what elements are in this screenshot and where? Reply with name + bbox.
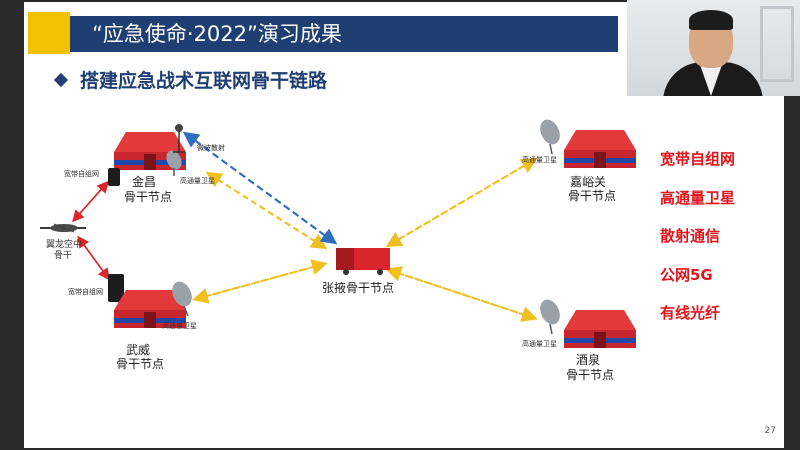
microwave-tower-icon: [173, 124, 185, 153]
node-uav-line2: 骨干: [54, 250, 72, 261]
label-hts-jiayuguan: 高通量卫星: [522, 155, 557, 164]
radio-wuwei-icon: [108, 274, 124, 302]
node-jinchang-name: 金昌: [132, 174, 156, 189]
dish-wuwei-icon: [172, 281, 192, 317]
link-uav-jinchang: [72, 180, 109, 223]
dish-jiayuguan-icon: [540, 119, 560, 155]
title-accent: [28, 12, 70, 54]
command-vehicle-icon: [336, 248, 390, 275]
link-jinchang-zhangye: [205, 171, 328, 250]
dish-jinchang-icon: [166, 150, 182, 176]
label-hts-wuwei: 高通量卫星: [162, 321, 197, 330]
tech-item: 散射通信: [660, 227, 721, 245]
label-hts-jiuquan: 高通量卫星: [522, 339, 557, 348]
node-wuwei-type: 骨干节点: [116, 357, 164, 371]
section-heading: 搭建应急战术互联网骨干链路: [53, 66, 328, 93]
node-wuwei-name: 武威: [126, 343, 150, 357]
uav-icon: [40, 223, 86, 233]
network-diagram: 微波散射 高通量卫星 宽带自组网 金昌 骨干节点 翼龙空中 骨干 宽带自组网 高…: [40, 119, 636, 382]
window-frame: [760, 6, 794, 82]
node-zhangye-name: 张掖骨干节点: [322, 281, 394, 295]
presenter-webcam: [627, 0, 800, 96]
technology-list: 宽带自组网 高通量卫星 散射通信 公网5G 有线光纤: [660, 140, 735, 333]
radio-jinchang-icon: [108, 168, 120, 186]
tech-item: 有线光纤: [660, 304, 721, 322]
tent-jiuquan-icon: [564, 310, 636, 348]
label-broadband-wuwei: 宽带自组网: [68, 287, 103, 296]
tech-item: 宽带自组网: [660, 150, 736, 168]
link-jiuquan-zhangye: [385, 266, 538, 322]
tent-jinchang-icon: [114, 132, 186, 170]
node-jiayuguan-name: 嘉峪关: [570, 175, 606, 189]
label-broadband-jinchang: 宽带自组网: [64, 169, 99, 178]
link-uav-wuwei: [77, 235, 110, 281]
section-heading-text: 搭建应急战术互联网骨干链路: [80, 70, 328, 92]
label-microwave: 微波散射: [197, 143, 225, 152]
dish-jiuquan-icon: [540, 299, 560, 335]
page-number: 27: [764, 426, 776, 436]
link-microwave-zhangye: [182, 131, 338, 245]
tech-item: 高通量卫星: [660, 188, 736, 207]
link-jiayuguan-zhangye: [385, 157, 538, 248]
presenter-hair: [689, 10, 733, 30]
link-wuwei-zhangye: [192, 259, 328, 304]
label-hts-jinchang: 高通量卫星: [180, 176, 215, 185]
node-jiuquan-name: 酒泉: [576, 353, 600, 367]
node-jiuquan-type: 骨干节点: [566, 368, 614, 382]
node-jinchang-type: 骨干节点: [124, 190, 172, 204]
slide-title: “应急使命·2022”演习成果: [70, 16, 618, 52]
node-jiayuguan-type: 骨干节点: [568, 189, 616, 203]
tech-item: 公网5G: [660, 265, 713, 284]
tent-jiayuguan-icon: [564, 130, 636, 168]
tent-wuwei-icon: [114, 290, 186, 328]
node-uav-line1: 翼龙空中: [46, 238, 82, 250]
